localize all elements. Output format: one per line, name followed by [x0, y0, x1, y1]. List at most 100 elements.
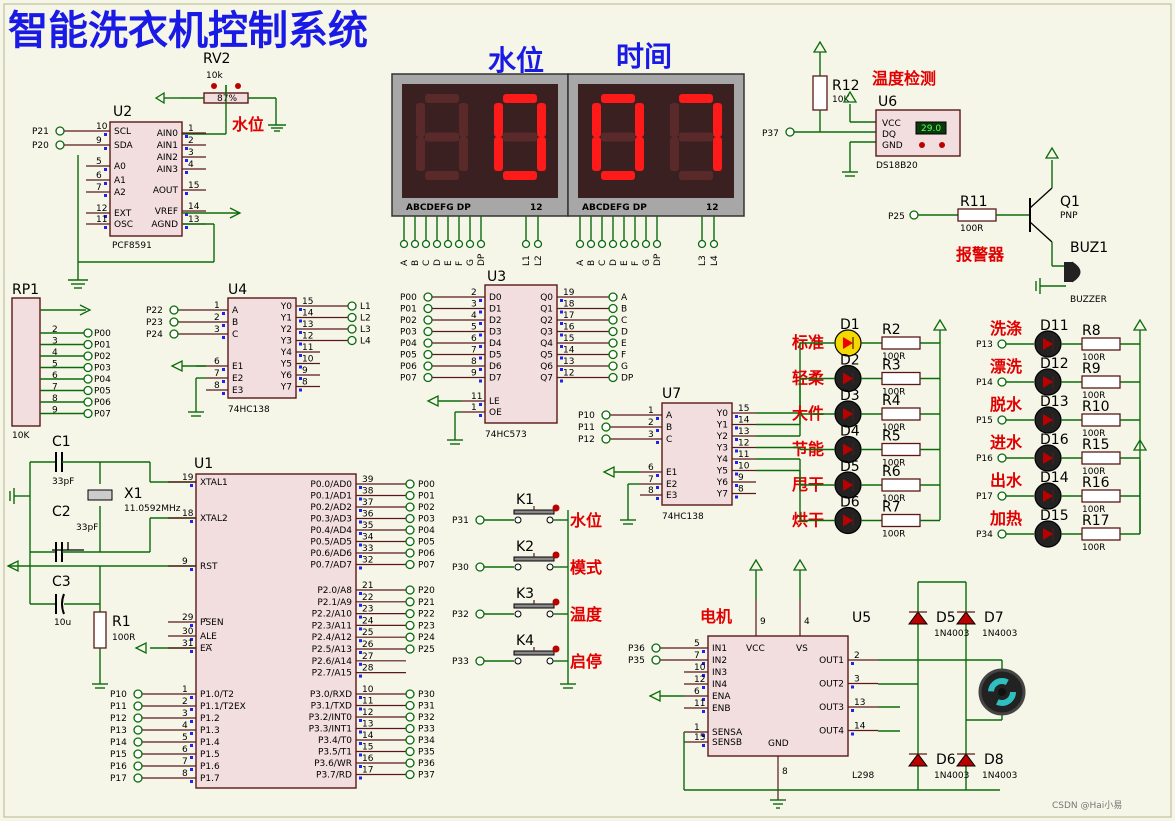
u7-left-1-terminal[interactable] — [601, 422, 611, 432]
disp-right-pin-9[interactable] — [709, 239, 719, 249]
u1-right-1-terminal[interactable] — [405, 490, 415, 501]
u1-right-22-terminal[interactable] — [405, 758, 415, 768]
right-led-1-terminal[interactable] — [997, 377, 1007, 387]
u3-left-7-terminal[interactable] — [423, 372, 433, 383]
u5-left-1-terminal[interactable] — [651, 655, 661, 665]
u4-right-1-terminal[interactable] — [347, 312, 357, 323]
key-3-terminal[interactable] — [475, 609, 485, 619]
key-2[interactable] — [513, 556, 555, 562]
u2-left-0-terminal[interactable] — [55, 126, 65, 136]
u1-right-18-terminal[interactable] — [405, 712, 415, 722]
u3-left-6-terminal[interactable] — [423, 361, 433, 371]
u1-right-0-terminal[interactable] — [405, 479, 415, 489]
u1-right-3-terminal[interactable] — [405, 513, 415, 524]
u1-left-11-terminal[interactable] — [133, 749, 143, 759]
u1-right-6-terminal[interactable] — [405, 548, 415, 558]
disp-left-pin-8[interactable] — [521, 239, 531, 249]
u3-left-2-terminal[interactable] — [423, 315, 433, 325]
right-led-3-terminal[interactable] — [997, 453, 1007, 463]
u1-left-8-terminal[interactable] — [133, 713, 143, 723]
u3-right-1-terminal[interactable] — [608, 303, 618, 314]
u3-left-0-terminal[interactable] — [423, 292, 433, 302]
u3-right-3-terminal[interactable] — [608, 326, 618, 337]
u1-right-7-terminal[interactable] — [405, 559, 415, 570]
rp1-terminal-3[interactable] — [83, 362, 93, 373]
right-led-4-terminal[interactable] — [997, 491, 1007, 501]
u3-right-0-terminal[interactable] — [608, 292, 618, 302]
disp-left-pin-5[interactable] — [454, 239, 464, 249]
rp1-terminal-6[interactable] — [83, 397, 93, 407]
u1-right-16-terminal[interactable] — [405, 689, 415, 699]
u4-right-0-terminal[interactable] — [347, 301, 357, 311]
u4-left-2-terminal[interactable] — [169, 329, 179, 339]
u4-left-0-terminal[interactable] — [169, 305, 179, 315]
disp-right-pin-5[interactable] — [630, 239, 640, 249]
rp1-terminal-5[interactable] — [83, 385, 93, 396]
u3-left-3-terminal[interactable] — [423, 326, 433, 337]
u7-left-2-terminal[interactable] — [601, 434, 611, 444]
disp-left-pin-9[interactable] — [533, 239, 543, 249]
u1-right-11-terminal[interactable] — [405, 620, 415, 631]
key-4[interactable] — [513, 650, 555, 656]
rp1-terminal-1[interactable] — [83, 339, 93, 350]
disp-left-pin-7[interactable] — [476, 239, 486, 249]
u1-right-13-terminal[interactable] — [405, 644, 415, 654]
u1-left-7-terminal[interactable] — [133, 701, 143, 711]
u5-left-0-terminal[interactable] — [651, 643, 661, 653]
key-4-terminal[interactable] — [475, 656, 485, 666]
rp1-terminal-0[interactable] — [83, 328, 93, 338]
key-2-terminal[interactable] — [475, 562, 485, 572]
u1-right-5-terminal[interactable] — [405, 536, 415, 547]
right-led-2-terminal[interactable] — [997, 415, 1007, 425]
u4-left-1-terminal[interactable] — [169, 317, 179, 327]
u1-left-13-terminal[interactable] — [133, 773, 143, 783]
u3-right-6-terminal[interactable] — [608, 361, 618, 371]
u3-left-5-terminal[interactable] — [423, 349, 433, 360]
u3-right-5-terminal[interactable] — [608, 349, 618, 360]
u1-left-9-terminal[interactable] — [133, 725, 143, 735]
key-1-terminal[interactable] — [475, 515, 485, 525]
rp1-terminal-7[interactable] — [83, 408, 93, 419]
disp-right-pin-7[interactable] — [652, 239, 662, 249]
rv2-potentiometer[interactable]: RV2 10k 87% — [180, 51, 277, 125]
u1-right-21-terminal[interactable] — [405, 746, 415, 757]
disp-left-pin-0[interactable] — [399, 239, 409, 249]
u6-ds18b20[interactable]: U6 VCC DQ GND 29.0 DS18B20 — [875, 94, 961, 171]
disp-left-pin-1[interactable] — [410, 239, 420, 249]
disp-left-pin-3[interactable] — [432, 239, 442, 249]
disp-right-pin-4[interactable] — [619, 239, 629, 249]
u1-right-20-terminal[interactable] — [405, 735, 415, 745]
disp-left-pin-4[interactable] — [443, 239, 453, 249]
disp-right-pin-6[interactable] — [641, 239, 651, 249]
u1-right-8-terminal[interactable] — [405, 585, 415, 595]
u3-left-1-terminal[interactable] — [423, 303, 433, 314]
disp-right-pin-2[interactable] — [597, 239, 607, 249]
u3-left-4-terminal[interactable] — [423, 338, 433, 348]
disp-right-pin-8[interactable] — [697, 239, 707, 249]
u3-right-2-terminal[interactable] — [608, 315, 618, 325]
u1-right-2-terminal[interactable] — [405, 502, 415, 512]
u3-right-4-terminal[interactable] — [608, 338, 618, 348]
u3-right-7-terminal[interactable] — [608, 372, 618, 383]
u1-right-19-terminal[interactable] — [405, 723, 415, 734]
u1-right-4-terminal[interactable] — [405, 525, 415, 535]
u2-left-1-terminal[interactable] — [55, 140, 65, 150]
u1-right-10-terminal[interactable] — [405, 608, 415, 619]
u1-right-12-terminal[interactable] — [405, 632, 415, 642]
disp-right-pin-0[interactable] — [575, 239, 585, 249]
key-3[interactable] — [513, 603, 555, 609]
u1-right-9-terminal[interactable] — [405, 597, 415, 607]
u1-left-6-terminal[interactable] — [133, 689, 143, 699]
u7-left-0-terminal[interactable] — [601, 410, 611, 420]
disp-right-pin-1[interactable] — [586, 239, 596, 249]
u4-right-3-terminal[interactable] — [347, 335, 357, 346]
rp1-terminal-4[interactable] — [83, 374, 93, 384]
disp-left-pin-6[interactable] — [465, 239, 475, 249]
right-led-0-terminal[interactable] — [997, 339, 1007, 349]
key-1[interactable] — [513, 509, 555, 515]
rp1-terminal-2[interactable] — [83, 351, 93, 361]
u1-left-12-terminal[interactable] — [133, 761, 143, 771]
u1-right-17-terminal[interactable] — [405, 700, 415, 711]
disp-right-pin-3[interactable] — [608, 239, 618, 249]
disp-left-pin-2[interactable] — [421, 239, 431, 249]
